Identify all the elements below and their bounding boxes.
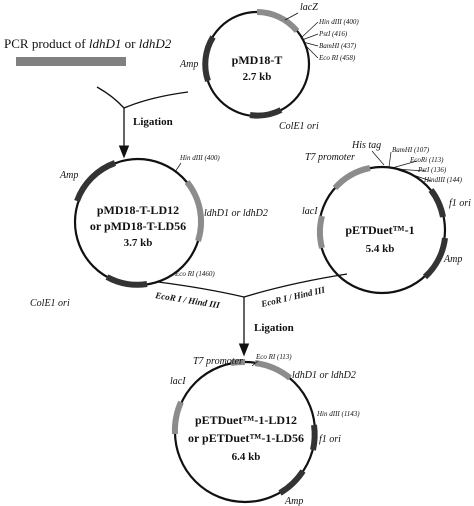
pmd18t-site-leaders — [300, 21, 319, 59]
petduet-laci-arc — [317, 215, 325, 249]
petduet-site-2: EcoRi (113) — [409, 156, 444, 164]
petduet-ld-site-top-leader — [251, 360, 259, 367]
pmd18t-ld-size: 3.7 kb — [124, 237, 153, 249]
pmd18t-amp-arc — [202, 35, 216, 82]
merge-line-bottom — [157, 273, 348, 298]
petduet-ld-laci-label: lacI — [170, 376, 186, 387]
enzyme-label-right: EcoR I / Hind III — [259, 284, 326, 309]
plasmid-pmd18t: pMD18-T 2.7 kb lacZ Amp ColE1 ori Hin dI… — [179, 2, 359, 132]
plasmid-petduet: pETDuet™-1 5.4 kb His tag T7 promoter la… — [302, 140, 471, 295]
pcr-product-bar — [16, 57, 126, 66]
pcr-product-label: PCR product of ldhD1 or ldhD2 — [4, 36, 172, 51]
pmd18t-ld-site-bottom: Eco RI (1460) — [174, 270, 215, 278]
petduet-ld-f1-arc — [310, 424, 318, 451]
pmd18t-site-3: BamHI (437) — [319, 42, 357, 50]
pmd18t-ld-name-2: or pMD18-T-LD56 — [90, 219, 186, 233]
enzyme-label-left: EcoR I / Hind III — [154, 290, 221, 310]
pcr-label-or: or — [121, 36, 138, 51]
pmd18t-name: pMD18-T — [232, 53, 283, 67]
pmd18t-site-2: PstI (416) — [318, 30, 348, 38]
pmd18t-lacz-leader — [284, 12, 299, 21]
petduet-name: pETDuet™-1 — [345, 223, 414, 237]
petduet-leader-3 — [394, 168, 426, 172]
pmd18t-leader-4 — [303, 43, 319, 59]
pmd18t-leader-1 — [300, 21, 319, 39]
petduet-ld-amp-label: Amp — [284, 496, 303, 506]
pmd18t-ld-insert-arc — [184, 180, 205, 242]
petduet-ld-t7-label: T7 promoter — [193, 356, 243, 367]
pmd18t-ld-name-1: pMD18-T-LD12 — [97, 203, 179, 217]
pmd18t-leader-3 — [302, 41, 319, 47]
petduet-site-leaders — [388, 151, 432, 182]
petduet-ld-size: 6.4 kb — [232, 451, 261, 463]
petduet-leader-1 — [388, 151, 392, 168]
petduet-t7-label: T7 promoter — [305, 152, 355, 163]
ligation-label-top: Ligation — [133, 116, 173, 128]
petduet-laci-label: lacI — [302, 206, 318, 217]
pcr-label-prefix: PCR product of — [4, 36, 89, 51]
pmd18t-site-4: Eco RI (458) — [318, 54, 356, 62]
petduet-ld-t7-arc — [230, 358, 246, 366]
pmd18t-amp-label: Amp — [179, 59, 198, 70]
petduet-f1-label: f1 ori — [449, 198, 471, 209]
petduet-ld-amp-arc — [278, 469, 306, 496]
pmd18t-ori-arc — [249, 107, 283, 119]
petduet-amp-arc — [422, 237, 448, 280]
petduet-his-leader — [371, 150, 385, 166]
pmd18t-ld-site-top: Hin dIII (400) — [179, 154, 220, 162]
pmd18t-lacz-label: lacZ — [300, 2, 318, 13]
pmd18t-leader-2 — [301, 33, 319, 41]
petduet-ld-name-2: or pETDuet™-1-LD56 — [188, 431, 304, 445]
pmd18t-ld-ori-arc — [105, 274, 148, 288]
petduet-ld-insert-arc — [254, 360, 292, 381]
plasmid-petduet-ld: pETDuet™-1-LD12 or pETDuet™-1-LD56 6.4 k… — [170, 353, 360, 506]
pcr-gene2: ldhD2 — [139, 36, 172, 51]
ligation-label-bottom: Ligation — [254, 322, 294, 334]
plasmid-pmd18t-ld: pMD18-T-LD12 or pMD18-T-LD56 3.7 kb Amp … — [30, 154, 268, 309]
petduet-ld-name-1: pETDuet™-1-LD12 — [195, 413, 297, 427]
petduet-his-label: His tag — [351, 140, 381, 151]
petduet-leader-4 — [397, 169, 432, 182]
pmd18t-ld-ori-label: ColE1 ori — [30, 298, 70, 309]
pmd18t-lacz-arc — [256, 9, 300, 33]
petduet-ld-laci-arc — [171, 400, 184, 435]
pmd18t-ori-label: ColE1 ori — [279, 121, 319, 132]
petduet-ld-site-top: Eco RI (113) — [255, 353, 292, 361]
pmd18t-size: 2.7 kb — [243, 71, 272, 83]
pmd18t-ld-insert-label: ldhD1 or ldhD2 — [204, 208, 268, 219]
petduet-amp-label: Amp — [443, 254, 462, 265]
petduet-t7-arc — [332, 165, 371, 191]
merge-line-top — [96, 86, 189, 109]
petduet-site-3: PstI (136) — [417, 166, 447, 174]
pcr-gene1: ldhD1 — [89, 36, 122, 51]
petduet-ld-insert-label: ldhD1 or ldhD2 — [292, 370, 356, 381]
pmd18t-ld-site-top-leader — [174, 162, 182, 173]
petduet-ld-site-right: Hin dIII (1143) — [316, 410, 360, 418]
petduet-site-1: BamHI (107) — [392, 146, 430, 154]
petduet-f1-arc — [428, 188, 446, 218]
pmd18t-site-1: Hin dIII (400) — [318, 18, 359, 26]
petduet-site-4: HindIII (144) — [423, 176, 463, 184]
petduet-leader-2 — [391, 160, 418, 169]
petduet-ld-f1-label: f1 ori — [319, 434, 341, 445]
pmd18t-ld-amp-label: Amp — [59, 170, 78, 181]
pmd18t-ld-amp-arc — [74, 160, 117, 203]
petduet-size: 5.4 kb — [366, 243, 395, 255]
